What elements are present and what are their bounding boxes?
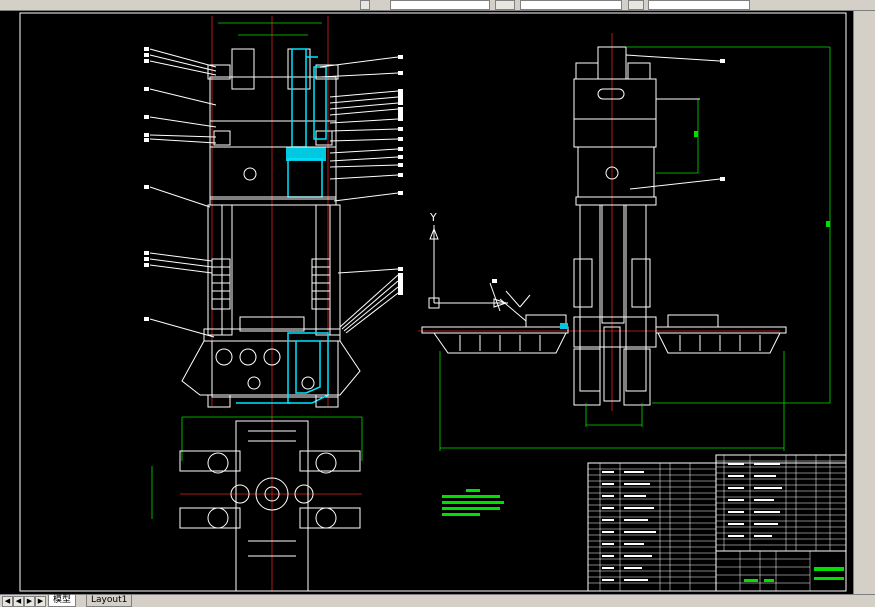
next-icon[interactable]: ▶ xyxy=(24,596,35,607)
front-view xyxy=(144,16,403,591)
toolbar-button[interactable] xyxy=(360,0,370,10)
side-view xyxy=(418,33,831,451)
ucs-icon: Y xyxy=(428,211,508,309)
drawing-canvas[interactable]: Y xyxy=(0,11,853,594)
linetype-dropdown[interactable] xyxy=(520,0,622,10)
tab-layout1[interactable]: Layout1 xyxy=(86,595,133,607)
prev-icon[interactable]: ◀ xyxy=(13,596,24,607)
technical-notes xyxy=(442,489,504,516)
tab-model[interactable]: 模型 xyxy=(48,595,77,607)
toolbar xyxy=(0,0,875,11)
layer-dropdown[interactable] xyxy=(390,0,490,10)
last-icon[interactable]: ▶ xyxy=(35,596,46,607)
title-block xyxy=(587,454,847,592)
toolbar-button[interactable] xyxy=(495,0,515,10)
cad-drawing: Y xyxy=(19,12,847,592)
drawing-border xyxy=(19,12,847,592)
top-view xyxy=(151,416,363,592)
toolbar-button[interactable] xyxy=(628,0,644,10)
first-icon[interactable]: ◀ xyxy=(2,596,13,607)
axis-y-label: Y xyxy=(429,211,437,224)
lineweight-dropdown[interactable] xyxy=(648,0,750,10)
layout-tab-bar: ◀ ◀ ▶ ▶ 模型 Layout1 xyxy=(0,594,875,607)
vertical-scrollbar[interactable] xyxy=(853,11,875,594)
